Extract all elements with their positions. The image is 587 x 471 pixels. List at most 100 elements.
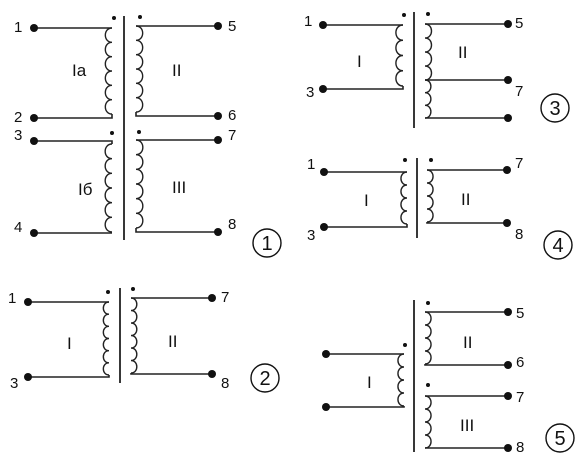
wire [323, 86, 404, 90]
pin-label: 8 [228, 216, 236, 233]
pin-label: 7 [228, 127, 236, 144]
wire [424, 364, 508, 366]
pin-label: 8 [221, 375, 229, 392]
terminal-1 [30, 24, 38, 32]
wire [34, 140, 113, 144]
wire [34, 114, 113, 119]
winding-label-I: I [367, 373, 372, 392]
pin-label: 5 [228, 18, 236, 35]
pin-label: 6 [516, 354, 524, 371]
pin-label: 7 [516, 389, 524, 406]
pin-label: 1 [8, 290, 16, 307]
pin-label: 2 [14, 109, 22, 126]
terminal-7 [504, 76, 512, 84]
diagram-number: 1 [261, 233, 272, 255]
polarity-dot [403, 158, 407, 162]
terminal-1 [320, 168, 328, 176]
terminal-3 [320, 223, 328, 231]
terminal-8 [214, 228, 222, 236]
winding-label-III: III [460, 416, 474, 435]
terminal-4 [30, 229, 38, 237]
pin-label: 6 [228, 107, 236, 124]
diagram-4: 1 3 I 7 8 II 4 [307, 155, 573, 260]
polarity-dot [110, 131, 114, 135]
terminal-7 [208, 294, 216, 302]
terminal-5 [504, 20, 512, 28]
coil-III [135, 139, 144, 229]
polarity-dot [426, 383, 430, 387]
coil-II [130, 297, 138, 374]
coil-I [395, 24, 404, 87]
diagram-number-badge [250, 363, 280, 393]
polarity-dot [112, 16, 116, 20]
coil-II [424, 311, 432, 365]
terminal-unlabeled [322, 350, 330, 358]
pin-label: 1 [307, 156, 315, 173]
terminal-8 [504, 444, 512, 452]
winding-label-I: I [364, 191, 369, 210]
terminal-5 [504, 308, 512, 316]
winding-label-Ib: Iб [78, 180, 93, 199]
diagram-number-badge [252, 228, 282, 258]
pin-label: 3 [306, 84, 314, 101]
coil-II [135, 25, 144, 113]
coil-I [102, 301, 110, 376]
terminal-3 [319, 85, 327, 93]
pin-label: 8 [516, 439, 524, 456]
pin-label: 3 [14, 127, 22, 144]
polarity-dot [426, 301, 430, 305]
wire [426, 222, 507, 224]
terminal-6 [504, 361, 512, 369]
polarity-dot [403, 343, 407, 347]
diagram-number-badge [543, 230, 573, 260]
winding-label-III: III [172, 178, 186, 197]
diagram-number-badge [545, 423, 575, 453]
diagram-3: 1 3 I 5 7 II 3 [304, 12, 570, 128]
winding-label-II: II [172, 61, 181, 80]
pin-label: 5 [516, 305, 524, 322]
pin-label: 7 [221, 289, 229, 306]
polarity-dot [131, 287, 135, 291]
polarity-dot [426, 12, 430, 16]
wire [28, 375, 110, 378]
winding-label-II: II [168, 332, 177, 351]
wire [324, 224, 408, 228]
pin-label: 3 [10, 375, 18, 392]
polarity-dot [402, 13, 406, 17]
terminal-1 [24, 298, 32, 306]
pin-label: 1 [14, 19, 22, 36]
terminal-1 [319, 21, 327, 29]
pin-label: 7 [515, 83, 523, 100]
coil-II-lower [424, 79, 432, 119]
pin-label: 7 [515, 155, 523, 172]
terminal-3 [24, 373, 32, 381]
terminal-7 [503, 166, 511, 174]
terminal-unlabeled [322, 403, 330, 411]
diagram-5: I 5 6 II 7 8 III 5 [322, 300, 575, 456]
winding-label-I: I [357, 52, 362, 71]
diagram-2: 1 3 I 7 8 II 2 [8, 287, 280, 393]
winding-label-II: II [458, 43, 467, 62]
diagram-number: 4 [552, 235, 563, 257]
winding-label-Ia: Ia [72, 61, 87, 80]
diagram-number: 2 [259, 368, 270, 390]
terminal-7 [214, 136, 222, 144]
wire [326, 406, 405, 408]
wire [130, 373, 212, 375]
terminal-2 [30, 114, 38, 122]
diagram-1: 1 2 Ia 5 6 II 3 4 Iб 7 8 III 1 [14, 15, 282, 258]
terminal-8 [503, 219, 511, 227]
diagram-number: 5 [554, 428, 565, 450]
coil-Ia [104, 27, 113, 115]
terminal-3 [30, 137, 38, 145]
pin-label: 1 [304, 13, 312, 30]
coil-II [426, 169, 434, 223]
coil-I [400, 171, 408, 225]
polarity-dot [429, 158, 433, 162]
pin-label: 8 [515, 226, 523, 243]
terminal-6 [214, 112, 222, 120]
coil-II-upper [424, 23, 433, 81]
diagram-number-badge [540, 93, 570, 123]
